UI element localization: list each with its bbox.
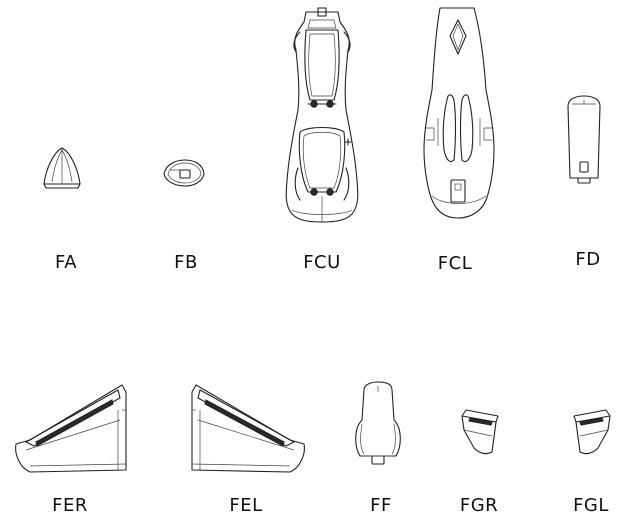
label-fb: FB [174, 252, 198, 273]
label-fd: FD [575, 249, 601, 270]
label-fa: FA [54, 252, 78, 273]
part-fcl-drawing [423, 7, 495, 219]
label-fgl: FGL [573, 495, 609, 516]
label-fcl: FCL [437, 253, 473, 274]
label-fer: FER [52, 495, 88, 516]
part-ff-drawing [355, 381, 401, 465]
part-fgl-drawing [573, 409, 611, 455]
part-fb-drawing [163, 159, 205, 187]
part-fa-drawing [43, 147, 81, 189]
label-ff: FF [370, 495, 392, 516]
label-fel: FEL [229, 495, 263, 516]
part-fcu-drawing [285, 7, 359, 223]
label-fgr: FGR [459, 495, 499, 516]
part-fer-drawing [15, 384, 127, 473]
part-fel-drawing [191, 384, 305, 473]
part-fgr-drawing [461, 409, 499, 455]
part-fd-drawing [567, 95, 601, 184]
label-fcu: FCU [303, 252, 341, 273]
